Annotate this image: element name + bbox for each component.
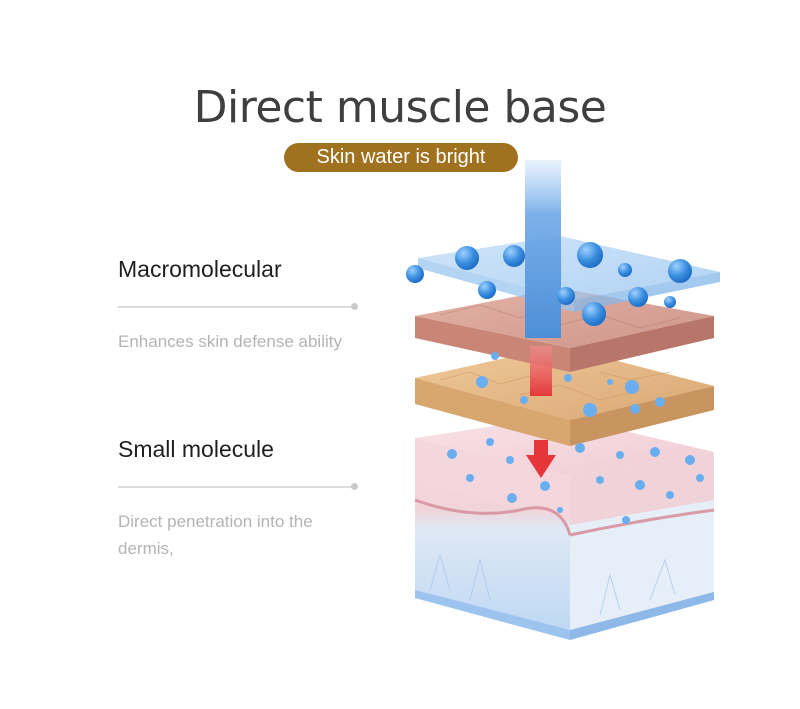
divider-dot	[351, 303, 358, 310]
skin-layers-diagram	[406, 160, 720, 640]
subtitle-badge: Skin water is bright	[284, 143, 518, 172]
small-molecule-dots	[447, 352, 704, 524]
divider-dot	[351, 483, 358, 490]
down-arrow-icon	[526, 440, 556, 478]
epidermis-layer	[415, 346, 714, 446]
dermis-block	[414, 416, 715, 640]
feature-divider	[118, 303, 358, 310]
feature-title-small-molecule: Small molecule	[118, 436, 274, 462]
feature-divider	[118, 483, 358, 490]
light-beam	[525, 160, 561, 338]
penetration-beam	[530, 346, 552, 396]
feature-description-small-molecule: Direct penetration into the dermis,	[118, 512, 313, 558]
feature-title-macromolecular: Macromolecular	[118, 256, 282, 282]
page-title: Direct muscle base	[193, 82, 607, 133]
feature-description-macromolecular: Enhances skin defense ability	[118, 332, 342, 351]
macromolecule-bubbles	[406, 242, 692, 326]
